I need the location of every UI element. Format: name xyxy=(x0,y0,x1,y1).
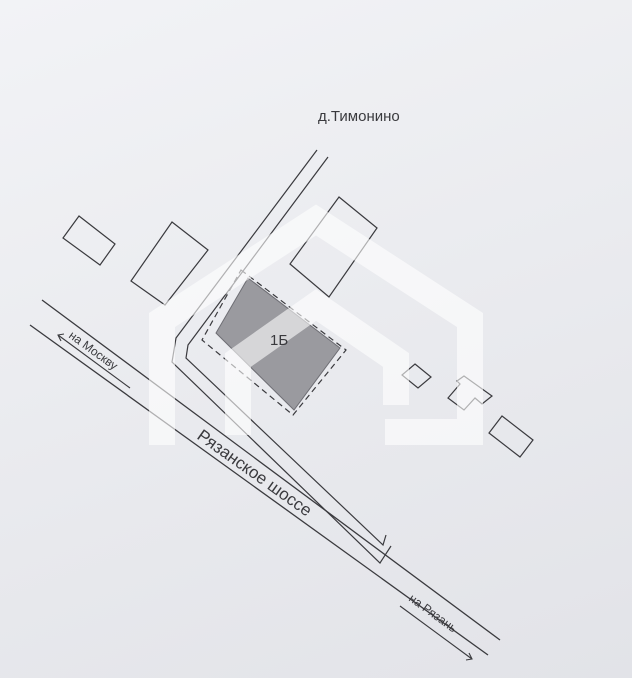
highway-north-edge xyxy=(29,324,489,656)
plot-label: 1Б xyxy=(270,332,288,349)
village-label: д.Тимонино xyxy=(318,108,400,125)
highway-south-edge xyxy=(41,299,501,641)
neighbor-building xyxy=(488,415,534,458)
arrow-left-icon xyxy=(57,333,131,389)
road-label: Рязанское шоссе xyxy=(194,426,316,520)
house-logo-watermark xyxy=(149,204,483,445)
direction-moscow-label: на Москву xyxy=(66,328,120,373)
arrow-right-icon xyxy=(399,605,473,661)
plot-boundary xyxy=(201,269,347,416)
direction-ryazan-label: на Рязань xyxy=(406,591,459,635)
neighbor-building xyxy=(62,215,116,266)
